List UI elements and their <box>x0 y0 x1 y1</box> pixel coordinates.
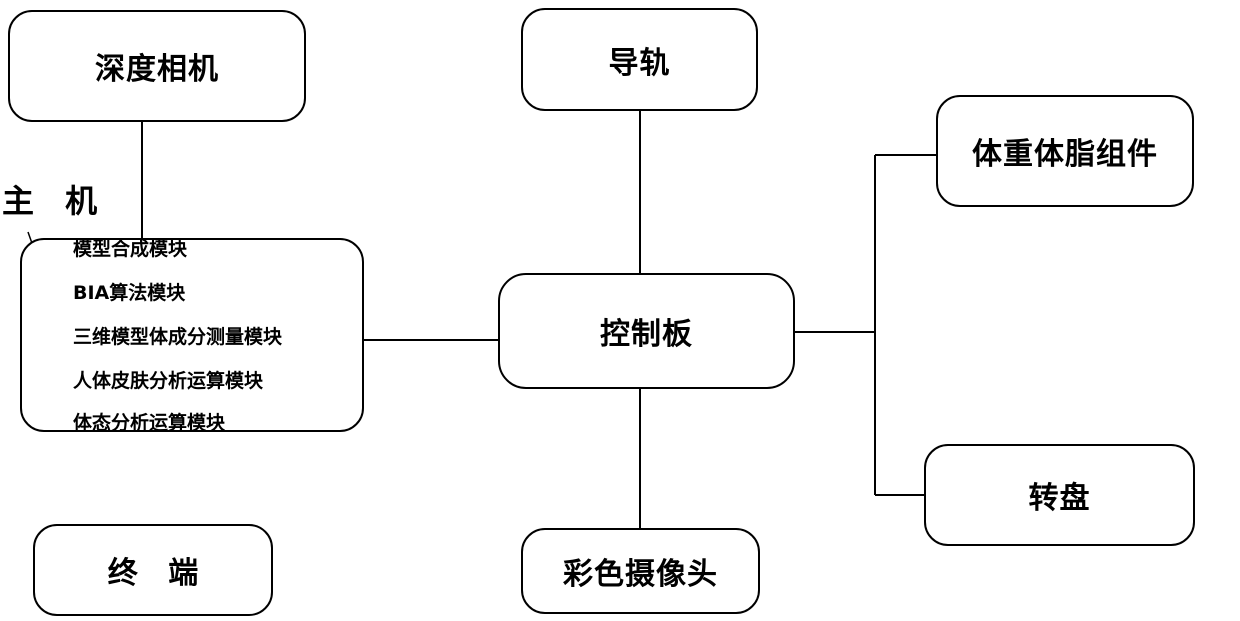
terminal-label: 终 端 <box>108 548 208 592</box>
depth-camera-label: 深度相机 <box>95 44 219 88</box>
body-fat-assembly-label: 体重体脂组件 <box>972 129 1158 173</box>
color-camera-node: 彩色摄像头 <box>521 528 760 614</box>
host-module: 三维模型体成分测量模块 <box>73 326 282 348</box>
host-module: 人体皮肤分析运算模块 <box>73 370 263 392</box>
control-board-label: 控制板 <box>600 309 693 353</box>
host-module: 体态分析运算模块 <box>73 412 225 432</box>
host-module: BIA算法模块 <box>73 282 185 304</box>
guide-rail-node: 导轨 <box>521 8 758 111</box>
turntable-node: 转盘 <box>924 444 1195 546</box>
host-module: 模型合成模块 <box>73 238 187 260</box>
host-node: 模型合成模块 BIA算法模块 三维模型体成分测量模块 人体皮肤分析运算模块 体态… <box>20 238 364 432</box>
color-camera-label: 彩色摄像头 <box>563 549 718 593</box>
depth-camera-node: 深度相机 <box>8 10 306 122</box>
host-label: 主 机 <box>2 176 107 222</box>
turntable-label: 转盘 <box>1029 473 1091 517</box>
terminal-node: 终 端 <box>33 524 273 616</box>
guide-rail-label: 导轨 <box>609 38 671 82</box>
control-board-node: 控制板 <box>498 273 795 389</box>
body-fat-assembly-node: 体重体脂组件 <box>936 95 1194 207</box>
